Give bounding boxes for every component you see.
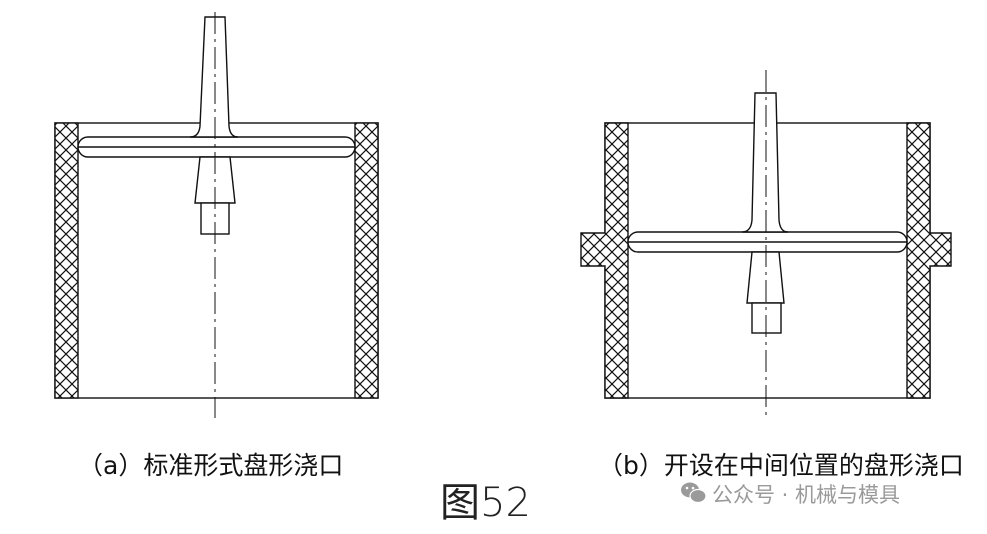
figure-number: 图52 [440, 480, 531, 526]
right-wall-hatch-a [354, 122, 379, 399]
left-wall-hatch-a [54, 122, 79, 399]
caption-b: （b）开设在中间位置的盘形浇口 [598, 451, 964, 480]
wechat-icon [681, 482, 707, 504]
left-wall-hatch-b [580, 122, 629, 399]
sprue-b [741, 92, 789, 233]
sprue-a [189, 16, 239, 138]
diagram-a-standard-disk-gate [54, 12, 379, 418]
core-pin-b [746, 251, 785, 304]
watermark: 公众号 · 机械与模具 [681, 482, 900, 507]
caption-a: （a）标准形式盘形浇口 [78, 451, 343, 480]
watermark-text: 公众号 · 机械与模具 [712, 483, 900, 507]
right-wall-hatch-b [906, 122, 952, 399]
diagram-b-middle-disk-gate [580, 70, 952, 420]
